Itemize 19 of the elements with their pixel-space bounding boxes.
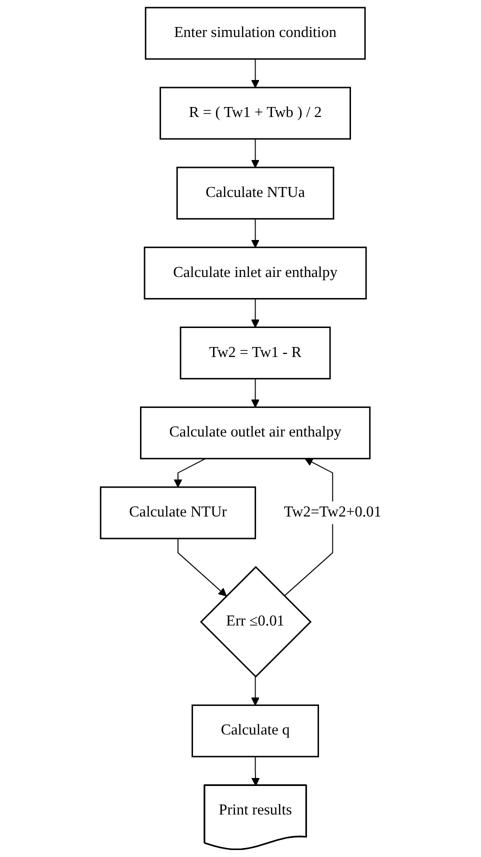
node-box: Calculate outlet air enthalpy bbox=[140, 406, 370, 460]
arrow bbox=[177, 538, 226, 596]
arrow bbox=[173, 458, 206, 488]
arrow bbox=[250, 756, 260, 786]
node-box: Calculate NTUr bbox=[99, 486, 256, 540]
node-box: R = ( Tw1 + Twb ) / 2 bbox=[159, 86, 350, 140]
arrow bbox=[250, 676, 259, 706]
edge-label: Tw2=Tw2+0.01 bbox=[283, 504, 381, 520]
node-box: Tw2 = Tw1 - R bbox=[179, 326, 330, 380]
node-box: Calculate q bbox=[191, 704, 318, 758]
arrow bbox=[250, 298, 259, 328]
node-box: Enter simulation condition bbox=[144, 6, 366, 60]
arrow bbox=[250, 218, 259, 248]
node-box: Calculate NTUa bbox=[176, 166, 334, 220]
arrow bbox=[250, 58, 259, 88]
arrow bbox=[250, 138, 259, 168]
arrow bbox=[250, 378, 259, 408]
node-diamond: Err ≤0.01 bbox=[199, 566, 312, 678]
node-box: Calculate inlet air enthalpy bbox=[143, 246, 366, 300]
